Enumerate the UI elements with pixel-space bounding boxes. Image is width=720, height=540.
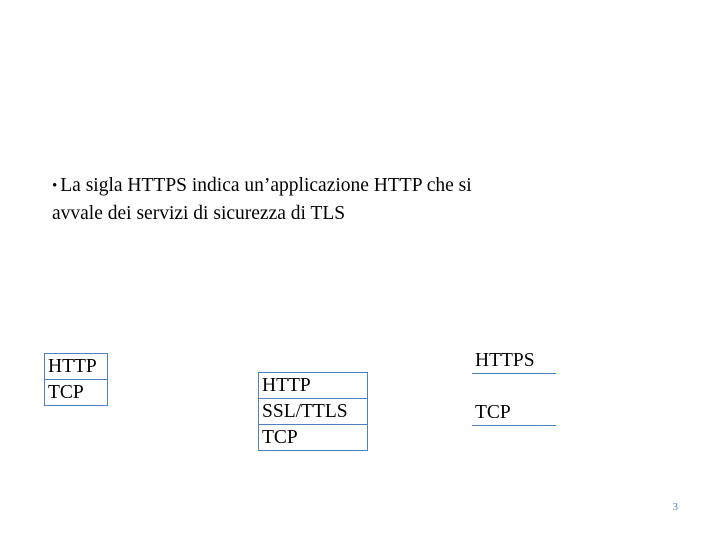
stack-right: HTTPS TCP <box>472 348 556 426</box>
bullet-marker-icon: • <box>52 178 58 194</box>
stack-middle-row-http: HTTP <box>259 373 367 399</box>
stack-middle: HTTP SSL/TTLS TCP <box>258 372 368 451</box>
stack-middle-row-tcp: TCP <box>262 427 298 448</box>
page-number: 3 <box>672 501 679 513</box>
stack-left-row-tcp: TCP <box>48 382 84 403</box>
stack-right-spacer <box>472 374 556 400</box>
protocol-stack-diagram: HTTP TCP HTTP SSL/TTLS TCP HTTPS TCP <box>0 348 720 458</box>
bullet-line-1: •La sigla HTTPS indica un’applicazione H… <box>52 172 652 200</box>
bullet-paragraph: •La sigla HTTPS indica un’applicazione H… <box>52 172 652 228</box>
stack-middle-row-ssl-tls: SSL/TTLS <box>259 399 367 425</box>
stack-left-row-http: HTTP <box>45 354 107 380</box>
bullet-line-2: avvale dei servizi di sicurezza di TLS <box>52 200 652 228</box>
stack-right-row-https: HTTPS <box>472 348 556 374</box>
stack-left: HTTP TCP <box>44 353 108 406</box>
bullet-text-line-1: La sigla HTTPS indica un’applicazione HT… <box>60 175 472 196</box>
bullet-text-line-2: avvale dei servizi di sicurezza di TLS <box>52 203 346 224</box>
stack-right-row-tcp: TCP <box>472 400 556 426</box>
